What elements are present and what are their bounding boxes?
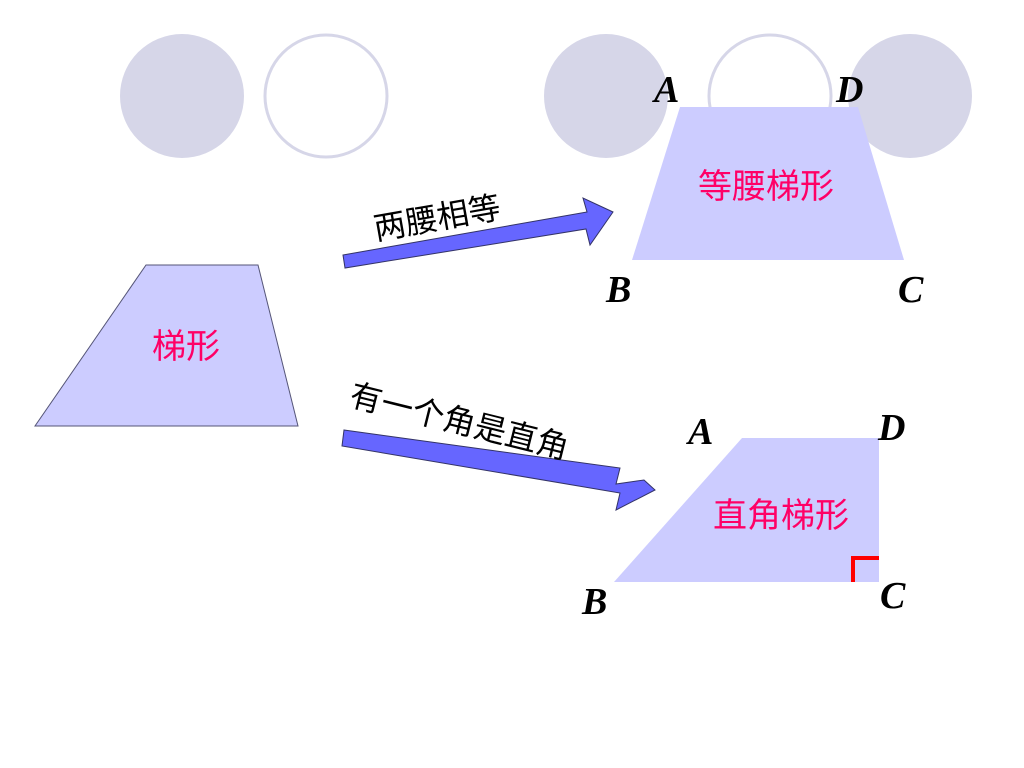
decor-circle-filled-1 bbox=[120, 34, 244, 158]
decor-circle-outline-1 bbox=[263, 33, 389, 159]
right-vertex-b: B bbox=[581, 581, 607, 623]
right-trapezoid-shape bbox=[614, 438, 879, 582]
bottom-arrow bbox=[341, 429, 656, 511]
isosceles-vertex-b: B bbox=[605, 269, 631, 311]
top-arrow bbox=[342, 197, 614, 269]
right-trapezoid-label: 直角梯形 bbox=[713, 496, 849, 536]
decor-circle-filled-3 bbox=[848, 34, 972, 158]
isosceles-trapezoid-shape bbox=[632, 107, 904, 260]
isosceles-vertex-d: D bbox=[835, 69, 863, 111]
isosceles-trapezoid-label: 等腰梯形 bbox=[698, 167, 834, 207]
right-vertex-d: D bbox=[877, 407, 905, 449]
right-vertex-c: C bbox=[880, 575, 906, 617]
general-trapezoid-label: 梯形 bbox=[152, 327, 220, 367]
general-trapezoid-shape bbox=[34, 264, 299, 427]
right-angle-mark bbox=[851, 556, 879, 582]
isosceles-vertex-a: A bbox=[652, 69, 679, 111]
isosceles-vertex-c: C bbox=[898, 269, 924, 311]
right-vertex-a: A bbox=[686, 411, 713, 453]
decor-circle-filled-2 bbox=[544, 34, 668, 158]
